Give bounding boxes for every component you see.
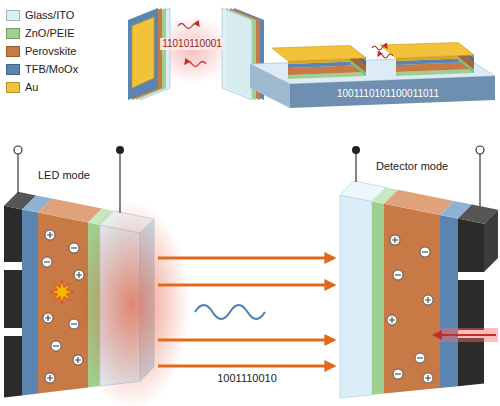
hole-charge	[45, 373, 55, 383]
substrate-side	[250, 64, 290, 108]
au-electrode	[458, 338, 484, 386]
legend-row: TFB/MoOx	[6, 60, 78, 78]
mode-label-text: Detector mode	[376, 160, 448, 172]
perovskite-layer	[384, 204, 440, 394]
light-arrow	[158, 339, 334, 342]
incoming-light-arrow	[434, 334, 496, 336]
au-electrode	[4, 270, 22, 328]
electron-charge	[69, 243, 79, 253]
hole-charge	[45, 230, 55, 240]
legend-text: TFB/MoOx	[25, 63, 78, 75]
electron-charge	[69, 319, 79, 329]
binary-code-text: 1001110101100011011	[337, 88, 439, 99]
mode-label: LED mode	[36, 169, 92, 182]
terminal-wire	[17, 154, 18, 194]
au-electrode	[380, 43, 474, 59]
electron-charge	[42, 257, 52, 267]
legend-swatch	[6, 46, 20, 57]
au-electrode	[272, 46, 366, 62]
light-arrow	[158, 284, 334, 287]
hole-charge	[73, 355, 83, 365]
glass-layer	[340, 195, 372, 398]
wave-arrow	[378, 54, 393, 58]
terminal-wire	[355, 154, 356, 182]
au-electrode	[484, 210, 498, 272]
detector-device	[340, 146, 498, 398]
hole-charge	[74, 270, 84, 280]
hole-charge	[423, 373, 433, 383]
electron-charge	[51, 341, 61, 351]
binary-code-text: 11010110001	[162, 38, 222, 49]
light-arrow	[158, 365, 334, 368]
hole-charge	[387, 315, 397, 325]
electron-charge	[393, 369, 403, 379]
mode-label-text: LED mode	[38, 169, 90, 181]
hole-charge	[43, 313, 53, 323]
au-electrode	[458, 219, 484, 272]
legend-swatch	[6, 10, 20, 21]
wave-arrow	[372, 46, 387, 50]
tfb-layer	[22, 209, 38, 395]
tfb-layer	[128, 8, 158, 100]
legend-text: Glass/ITO	[25, 9, 74, 21]
legend: Glass/ITO ZnO/PEIE PerovskiteTFB/MoOxAu	[6, 6, 78, 96]
light-path	[158, 258, 334, 366]
terminal-wire	[119, 154, 120, 213]
recombination-burst	[50, 280, 74, 304]
legend-row: Perovskite	[6, 42, 78, 60]
zno-layer	[372, 201, 384, 394]
hole-charge	[390, 235, 400, 245]
legend-row: ZnO/PEIE	[6, 24, 78, 42]
filled-terminal	[352, 146, 360, 154]
perovskite-layer	[384, 190, 454, 215]
binary-code-text: 1001110010	[217, 372, 277, 384]
emission-glow	[74, 200, 190, 406]
wave-arrow	[178, 24, 199, 29]
legend-swatch	[6, 64, 20, 75]
facing-devices	[128, 8, 264, 100]
legend-swatch	[6, 82, 20, 93]
au-electrode	[458, 280, 484, 330]
glass-layer	[222, 8, 252, 100]
legend-row: Au	[6, 78, 78, 96]
mode-label: Detector mode	[374, 160, 450, 173]
substrate-front	[290, 76, 495, 108]
legend-text: Perovskite	[25, 45, 76, 57]
legend-text: Au	[25, 81, 38, 93]
open-terminal	[14, 146, 22, 154]
light-arrow	[158, 257, 334, 260]
au-electrode	[4, 206, 22, 262]
au-electrode	[132, 17, 154, 88]
side-by-side-devices	[250, 43, 495, 109]
terminal-wire	[479, 154, 480, 206]
electron-charge	[420, 247, 430, 257]
legend-swatch	[6, 28, 20, 39]
open-terminal	[476, 146, 484, 154]
binary-code: 1001110010	[215, 372, 279, 385]
binary-code: 1001110101100011011	[335, 88, 441, 100]
tfb-layer	[440, 215, 458, 388]
electron-charge	[415, 353, 425, 363]
hole-charge	[423, 295, 433, 305]
legend-text: ZnO/PEIE	[25, 27, 75, 39]
filled-terminal	[116, 146, 124, 154]
binary-code: 11010110001	[160, 38, 224, 50]
light-wave	[195, 305, 265, 319]
wave-arrow	[185, 62, 206, 67]
legend-row: Glass/ITO	[6, 6, 78, 24]
au-electrode	[4, 336, 22, 398]
electron-charge	[393, 270, 403, 280]
